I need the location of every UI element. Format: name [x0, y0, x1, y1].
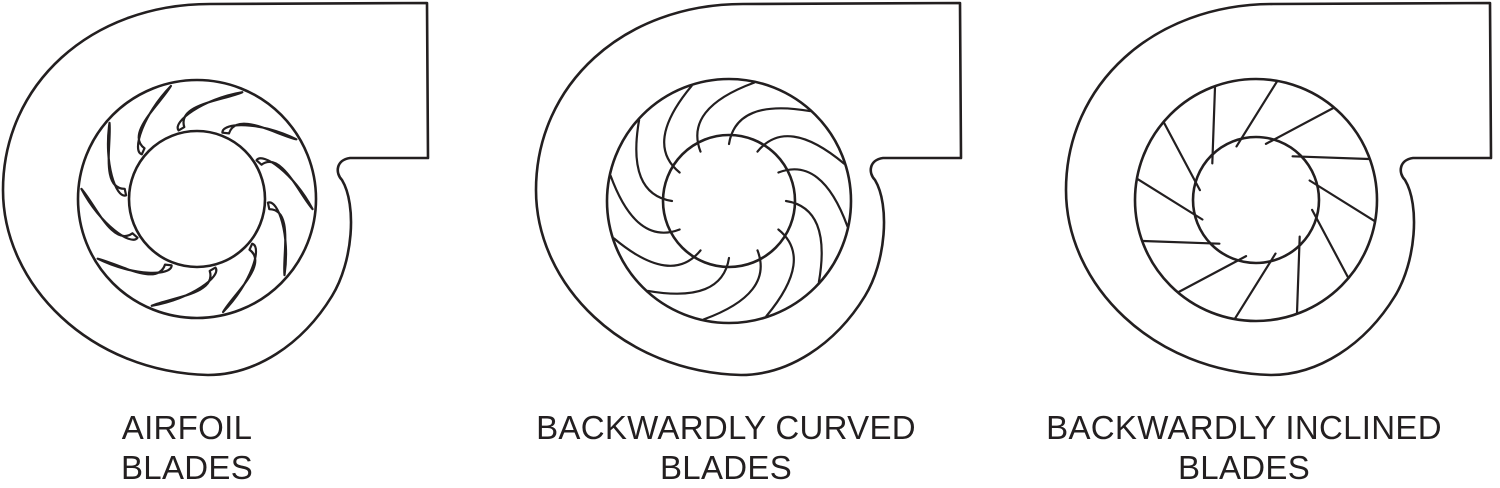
curved-blade [609, 174, 681, 234]
curved-blade [784, 199, 823, 284]
airfoil-blade [96, 257, 173, 276]
caption-line-2: BLADES [1177, 449, 1311, 486]
curved-blade [612, 237, 702, 267]
airfoil-blade [80, 187, 139, 241]
impeller-hub [1191, 135, 1321, 265]
airfoil-fan [1, 1, 430, 377]
inclined-blade [1311, 208, 1349, 279]
caption-line-1: AIRFOIL [121, 409, 253, 446]
impeller-hub [127, 129, 267, 269]
inclined-blade [1264, 107, 1335, 145]
caption-line-2: BLADES [659, 449, 793, 486]
inclined-blade [1235, 80, 1278, 148]
scroll-housing [1064, 1, 1493, 377]
inclined-blade [1295, 235, 1301, 314]
inclined-blade [1291, 155, 1370, 161]
inclined-blade [1308, 179, 1376, 222]
inclined-blade [1177, 255, 1248, 293]
backwardly-curved-blades-caption: BACKWARDLY CURVED BLADES [516, 408, 936, 488]
airfoil-blade [137, 84, 172, 156]
impeller-outer-ring [1133, 77, 1379, 323]
impeller-hub [661, 133, 797, 269]
airfoil-blade [176, 91, 244, 132]
backwardly-inclined-blades-caption: BACKWARDLY INCLINED BLADES [1034, 408, 1454, 488]
caption-line-2: BLADES [120, 449, 254, 486]
caption-line-1: BACKWARDLY INCLINED [1046, 409, 1442, 446]
curved-blade [663, 84, 693, 174]
backwardly-curved-fan [534, 1, 963, 377]
curved-blade [646, 256, 731, 295]
airfoil-blade [222, 242, 257, 314]
impeller-outer-ring [76, 78, 318, 320]
airfoil-blade [266, 201, 288, 277]
inclined-blade [1136, 178, 1204, 221]
curved-blade [765, 228, 795, 318]
backwardly-inclined-fan [1064, 1, 1493, 377]
airfoil-blade [106, 121, 128, 197]
curved-blade [727, 107, 812, 146]
inclined-blade [1234, 252, 1277, 320]
curved-blade [756, 135, 846, 165]
scroll-housing [534, 1, 963, 377]
airfoil-blade [221, 122, 298, 141]
airfoil-blade [150, 266, 218, 307]
impeller-outer-ring [605, 77, 853, 325]
inclined-blade [1142, 239, 1221, 245]
curved-blade [777, 168, 849, 228]
curved-blade [702, 249, 762, 321]
curved-blade [635, 118, 674, 203]
airfoil-blades-caption: AIRFOIL BLADES [0, 408, 397, 488]
inclined-blade [1163, 121, 1201, 192]
caption-line-1: BACKWARDLY CURVED [536, 409, 916, 446]
inclined-blade [1211, 86, 1217, 165]
airfoil-blade [255, 157, 314, 211]
scroll-housing [1, 1, 430, 377]
curved-blade [696, 81, 756, 153]
